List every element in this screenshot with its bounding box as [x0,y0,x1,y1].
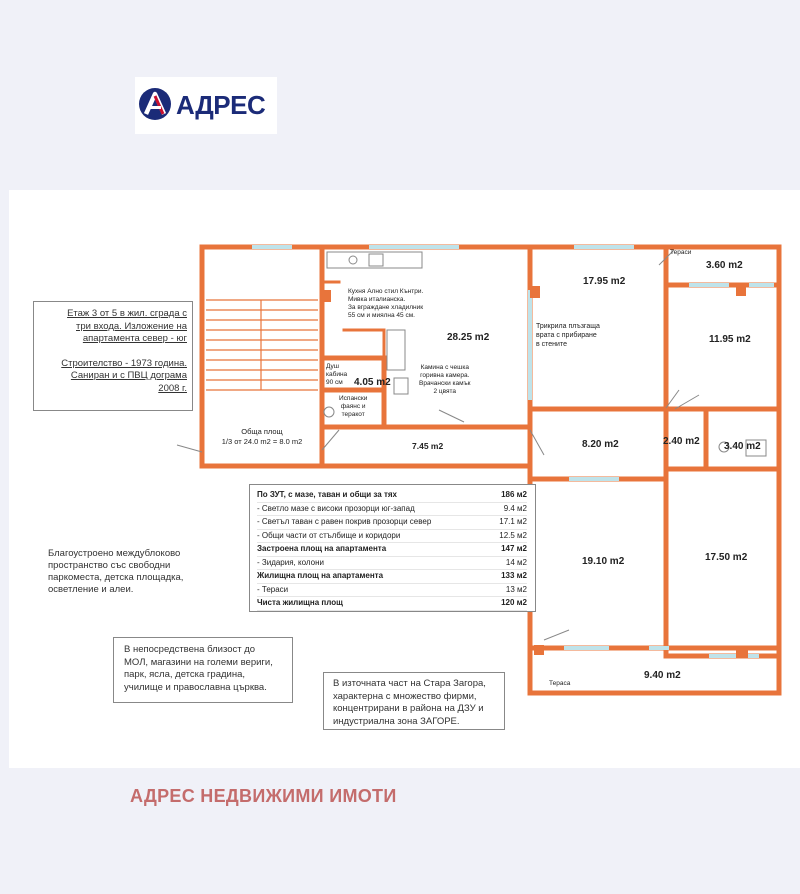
floor-info-line: Етаж 3 от 5 в жил. сграда с [67,308,187,319]
nearby-box: В непосредствена близост до МОЛ, магазин… [113,637,293,703]
area-row: - Общи части от стълбище и коридори 12.5 … [257,530,527,543]
area-row-value: 14 м2 [505,557,527,567]
nearby-line: В непосредствена близост до [124,644,256,655]
sliding-door-note-line: в стените [536,341,567,348]
kitchen-note-line: Мивка италианска. [348,296,406,303]
yard-note-line: Благоустроено междублоково [48,548,181,559]
sliding-door-note-line: Трикрила плъзгаща [536,323,600,330]
fireplace-note: Камина с чешка горивна камера. Врачански… [419,364,471,396]
address-logo-icon [139,88,171,120]
common-area-label: Обща площ 1/3 от 24.0 m2 = 8.0 m2 [207,427,317,447]
terrace-bottom-label: Тераса [549,680,571,687]
build-info-line: Саниран и с ПВЦ дограма [70,370,187,381]
room-right-top-area: 11.95 m2 [709,334,751,345]
floor-plan-sheet: 28.25 m2 17.95 m2 3.60 m2 11.95 m2 4.05 … [9,190,800,768]
location-box: В източната част на Стара Загора, характ… [323,672,505,730]
terrace-small-area: 3.60 m2 [706,260,743,271]
yard-note-line: паркоместа, детска площадка, [48,572,184,583]
location-line: В източната част на Стара Загора, [333,678,486,689]
shower-note-line: Душ [326,363,340,370]
area-row-value: 186 м2 [501,490,527,499]
area-row: - Светло мазе с високи прозорци юг-запад… [257,503,527,516]
terrace-top-label: Тераси [670,249,692,256]
area-row: По ЗУТ, с мазе, таван и общи за тях 186 м… [257,489,527,503]
yard-note-line: пространство със свободни [48,560,171,571]
area-row-label: По ЗУТ, с мазе, таван и общи за тях [257,490,397,499]
area-row-label: Застроена площ на апартамента [257,544,387,553]
location-line: индустриална зона ЗАГОРЕ. [333,715,460,727]
terrace-big-area: 9.40 m2 [644,670,681,681]
nearby-line: училище и православна църква. [124,681,267,693]
yard-note-line: осветление и алеи. [48,584,134,595]
nearby-line: МОЛ, магазини на големи вериги, [124,656,273,668]
area-row-label: - Тераси [257,584,289,594]
area-row-value: 147 м2 [501,544,527,553]
wc-area: 3.40 m2 [724,441,761,452]
build-info-line: 2008 г. [158,382,187,394]
area-row-value: 9.4 м2 [503,503,527,513]
area-row-value: 120 м2 [501,598,527,607]
location-line: характерна с множество фирми, [333,690,477,702]
fireplace-note-line: горивна камера. [420,372,470,379]
tiles-note: Испански фаянс и теракот [339,395,367,419]
area-row-value: 133 м2 [501,571,527,580]
kitchen-note-line: За вграждане хладилник [348,304,424,311]
kitchen-note-line: 55 см и миялна 45 см. [348,312,415,319]
fireplace-note-line: 2 цвята [433,388,457,395]
room-kitchen-area: 28.25 m2 [447,332,490,343]
kitchen-note: Кухня Ално стил Кънтри. Мивка италианска… [348,288,423,320]
area-row: Чиста жилищна площ 120 м2 [257,597,527,611]
floor-info-line: три входа. Изложение на [76,320,187,332]
area-row-label: - Зидария, колони [257,557,324,567]
area-row-label: - Светло мазе с високи прозорци юг-запад [257,503,415,513]
hall-area: 7.45 m2 [412,441,444,451]
common-area-title: Обща площ [241,427,283,436]
bathroom-area: 4.05 m2 [354,377,391,388]
room-bottom-left-area: 19.10 m2 [582,556,625,567]
area-row: - Тераси 13 м2 [257,584,527,597]
shower-note: Душ кабина 90 см [326,363,347,387]
fireplace-note-line: Камина с чешка [420,364,469,371]
area-table-box [249,484,536,612]
area-row-value: 17.1 м2 [499,517,527,526]
area-row-value: 12.5 м2 [499,530,527,540]
sliding-door-note-line: врата с прибиране [536,332,597,339]
room-mid-area: 8.20 m2 [582,439,619,450]
floor-info-line: апартамента север - юг [82,333,187,344]
area-row-label: - Светъл таван с равен покрив прозорци с… [257,517,432,526]
corridor-area: 2.40 m2 [663,436,700,447]
area-row: - Зидария, колони 14 м2 [257,557,527,570]
area-row-label: Жилищна площ на апартамента [257,571,384,580]
sliding-door-note: Трикрила плъзгаща врата с прибиране в ст… [536,322,600,349]
location-line: концентрирани в района на ДЗУ и [333,703,484,714]
kitchen-note-line: Кухня Ално стил Кънтри. [348,288,424,295]
area-row: Застроена площ на апартамента 147 м2 [257,543,527,557]
tiles-note-line: теракот [341,411,365,418]
area-row: - Светъл таван с равен покрив прозорци с… [257,516,527,530]
room-bottom-right-area: 17.50 m2 [705,552,748,563]
tiles-note-line: Испански [339,395,368,402]
area-row: Жилищна площ на апартамента 133 м2 [257,570,527,584]
brand-logo: АДРЕС [135,77,277,134]
area-row-value: 13 м2 [505,584,527,594]
room-top-area: 17.95 m2 [583,276,626,287]
build-info-line: Строителство - 1973 година. [61,357,187,369]
fireplace-note-line: Врачански камък [419,380,471,387]
shower-note-line: кабина [326,371,348,378]
logo-text: АДРЕС [176,90,266,120]
yard-note: Благоустроено междублоково пространство … [48,548,183,596]
area-row-label: Чиста жилищна площ [257,598,343,607]
floor-info-box: Етаж 3 от 5 в жил. сграда с три входа. И… [33,301,193,411]
shower-note-line: 90 см [326,379,343,386]
nearby-line: парк, ясла, детска градина, [124,669,245,680]
tiles-note-line: фаянс и [340,403,366,410]
area-table: По ЗУТ, с мазе, таван и общи за тях 186 м… [257,489,527,611]
area-row-label: - Общи части от стълбище и коридори [257,530,401,540]
common-area-value: 1/3 от 24.0 m2 = 8.0 m2 [221,437,303,446]
footer-brand: АДРЕС НЕДВИЖИМИ ИМОТИ [130,786,397,806]
